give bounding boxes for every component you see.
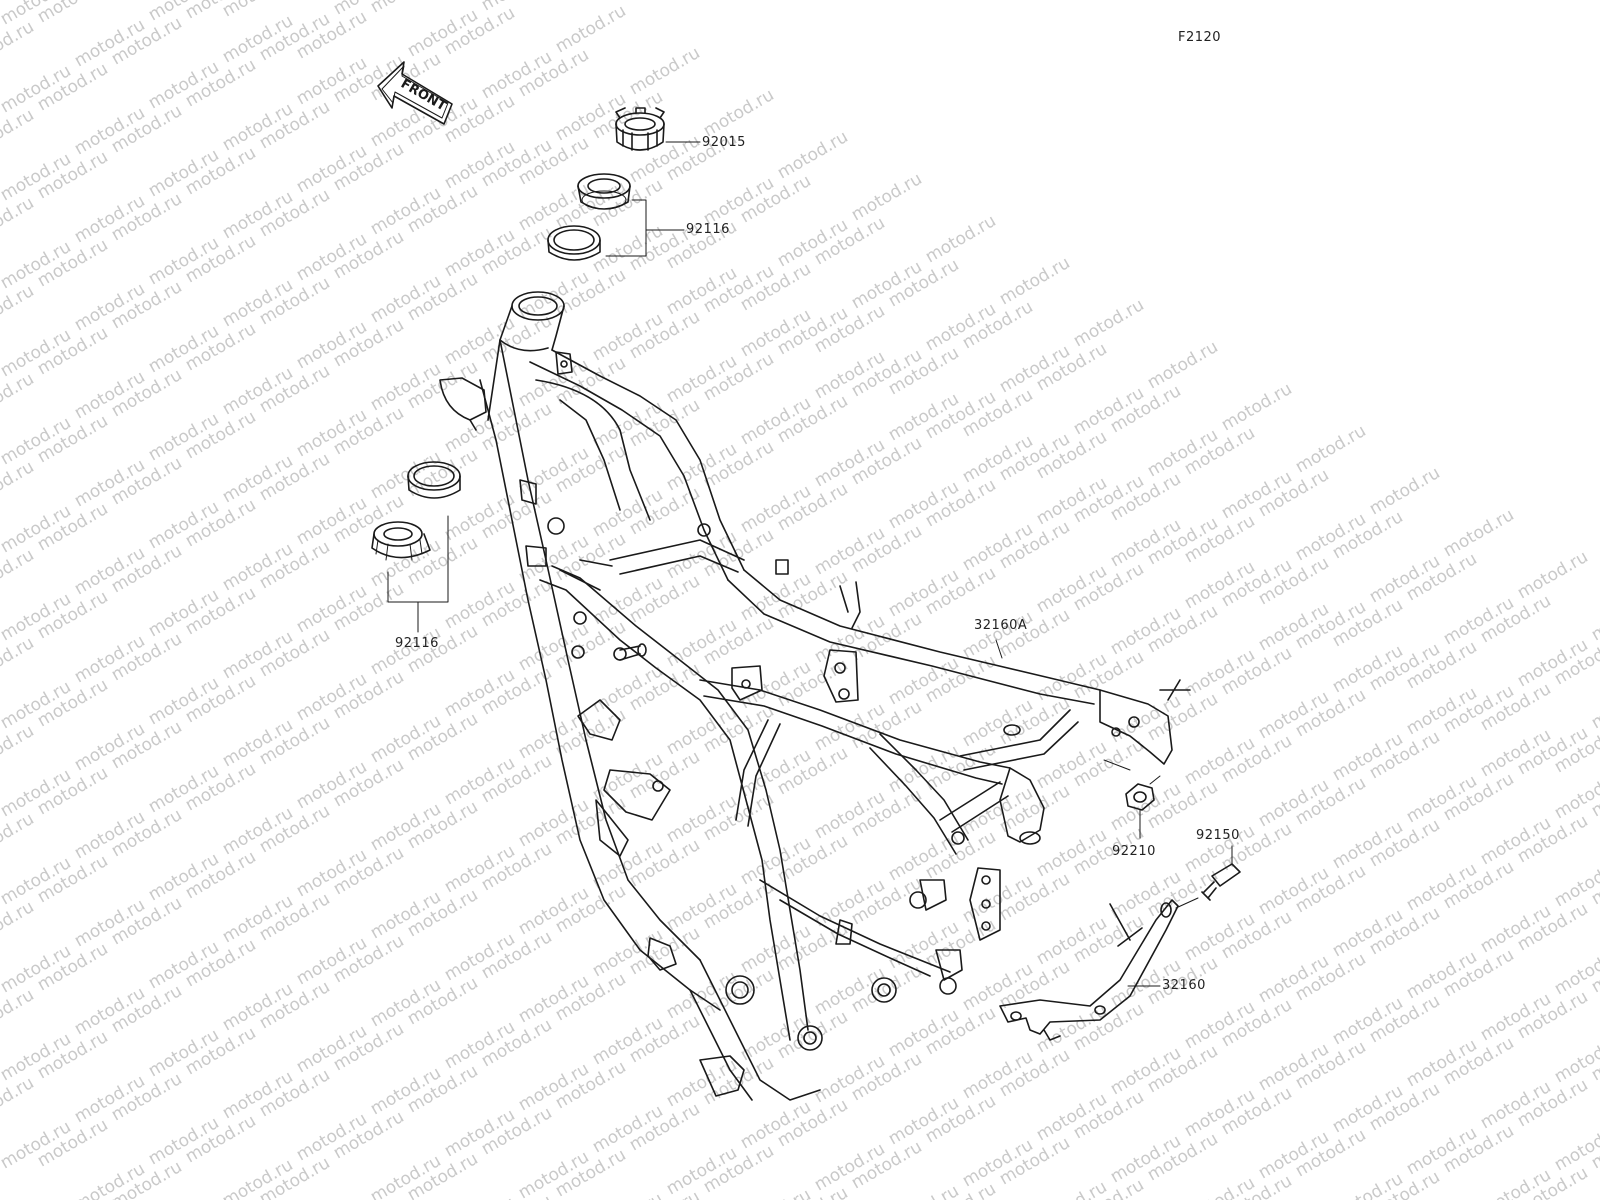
- main-frame: [439, 291, 1191, 1101]
- part-number-92150: 92150: [1196, 828, 1240, 843]
- diagram-code-label: F2120: [1178, 30, 1222, 45]
- upper-bearing-part: [547, 173, 631, 261]
- bolt-part: [1201, 863, 1241, 901]
- nut-part: [1125, 783, 1155, 811]
- part-number-92210: 92210: [1112, 844, 1156, 859]
- part-number-92116-lower: 92116: [395, 636, 439, 651]
- locknut-part: [615, 107, 665, 151]
- bracket-part: [999, 899, 1179, 1041]
- part-number-92116-upper: 92116: [686, 222, 730, 237]
- part-number-32160A: 32160A: [974, 618, 1028, 633]
- front-arrow-icon: FRONT: [377, 61, 453, 125]
- part-number-92015: 92015: [702, 135, 746, 150]
- part-number-32160: 32160: [1162, 978, 1206, 993]
- lower-bearing-part: [371, 461, 461, 561]
